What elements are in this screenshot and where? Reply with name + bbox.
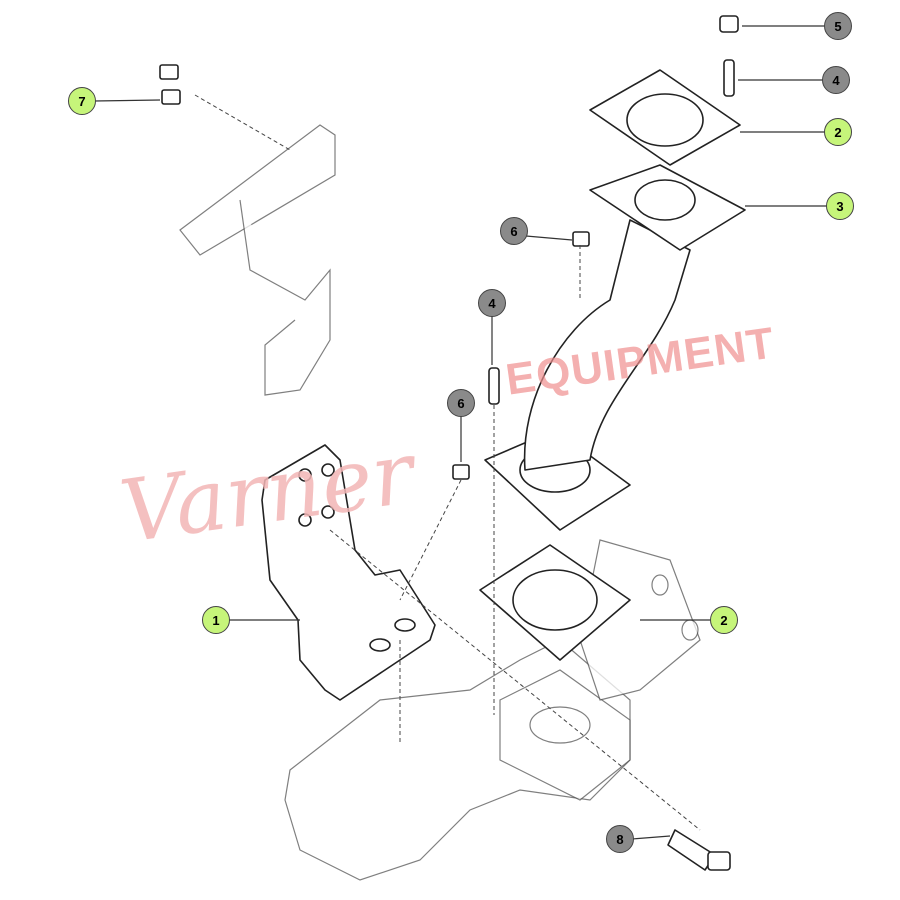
callout-4-mid: 4: [478, 289, 506, 317]
leader-lines: [93, 25, 828, 840]
callout-7: 7: [68, 87, 96, 115]
hardware: [159, 15, 739, 871]
bolt-6-mid: [452, 464, 470, 480]
nut-5: [719, 15, 739, 33]
bracket-part-1: [261, 444, 436, 701]
pin-4-top: [723, 59, 735, 97]
gasket-upper: [589, 69, 741, 166]
callout-4-top: 4: [822, 66, 850, 94]
rear-bracket: [179, 124, 336, 396]
bolt-8-head: [707, 851, 731, 871]
bolt-6-top: [572, 231, 590, 247]
bolt-7b: [161, 89, 181, 105]
bolt-7a: [159, 64, 179, 80]
callout-2-bottom: 2: [710, 606, 738, 634]
exhaust-elbow-part-3: [484, 164, 746, 531]
gasket-lower: [479, 544, 631, 661]
bolt-8: [667, 829, 716, 871]
pin-4-mid: [488, 367, 500, 405]
callout-3: 3: [826, 192, 854, 220]
manifold-base: [284, 539, 701, 881]
callout-6-top: 6: [500, 217, 528, 245]
callout-8: 8: [606, 825, 634, 853]
callout-6-mid: 6: [447, 389, 475, 417]
callout-5: 5: [824, 12, 852, 40]
callout-1: 1: [202, 606, 230, 634]
callout-2-top: 2: [824, 118, 852, 146]
